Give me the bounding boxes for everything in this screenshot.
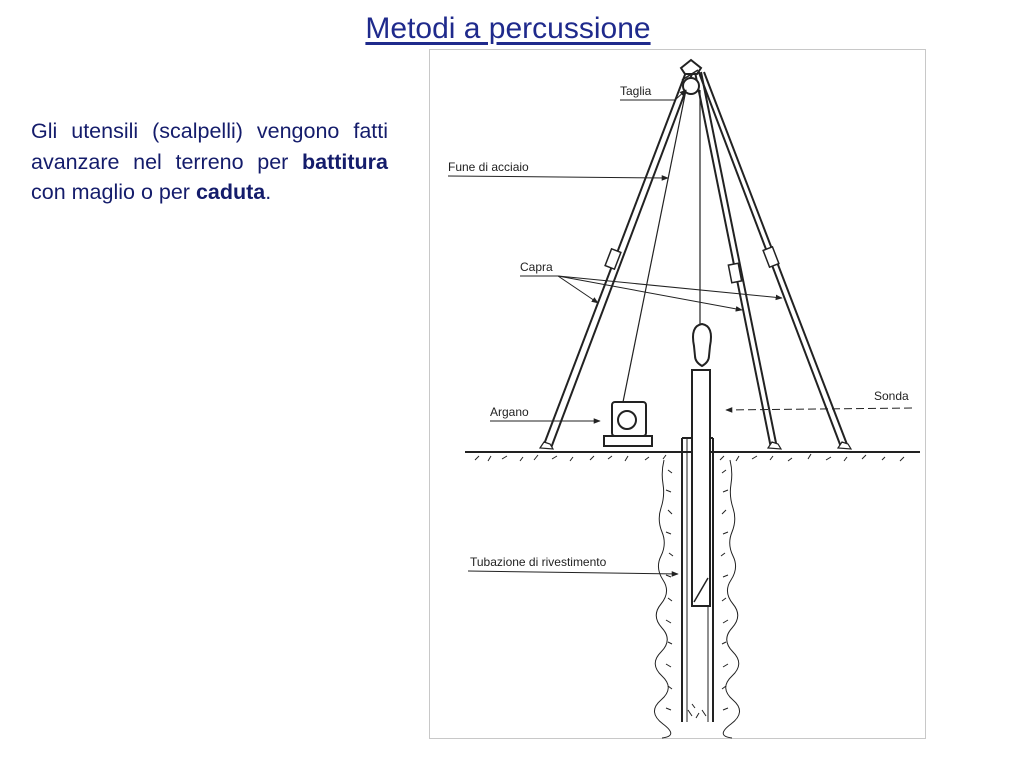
label-capra: Capra: [520, 260, 553, 274]
leader-lines: [447, 89, 913, 577]
body-bold-caduta: caduta: [195, 180, 266, 204]
diagram-svg: Taglia Fune di acciaio Capra Sonda Argan…: [447, 58, 920, 739]
body-paragraph: Gli utensili (scalpelli) vengono fatti a…: [31, 116, 388, 208]
body-text-1: Gli utensili (scalpelli) vengono fatti a…: [31, 119, 388, 174]
label-argano: Argano: [490, 405, 529, 419]
drilling-rig-diagram: Taglia Fune di acciaio Capra Sonda Argan…: [429, 49, 926, 739]
label-taglia: Taglia: [620, 84, 652, 98]
label-fune-di-acciaio: Fune di acciaio: [448, 160, 529, 174]
label-tubazione-di-rivestimento: Tubazione di rivestimento: [470, 555, 607, 569]
winch: [603, 89, 687, 447]
pulley-block: [679, 58, 703, 95]
borehole-walls: [654, 459, 740, 739]
body-text-2: con maglio o per: [31, 180, 196, 204]
drill-tool: [691, 90, 712, 607]
body-bold-battitura: battitura: [302, 149, 388, 174]
label-sonda: Sonda: [874, 389, 909, 403]
body-text-3: .: [265, 180, 272, 204]
slide-title: Metodi a percussione: [365, 12, 651, 45]
tripod-legs: [538, 69, 853, 450]
